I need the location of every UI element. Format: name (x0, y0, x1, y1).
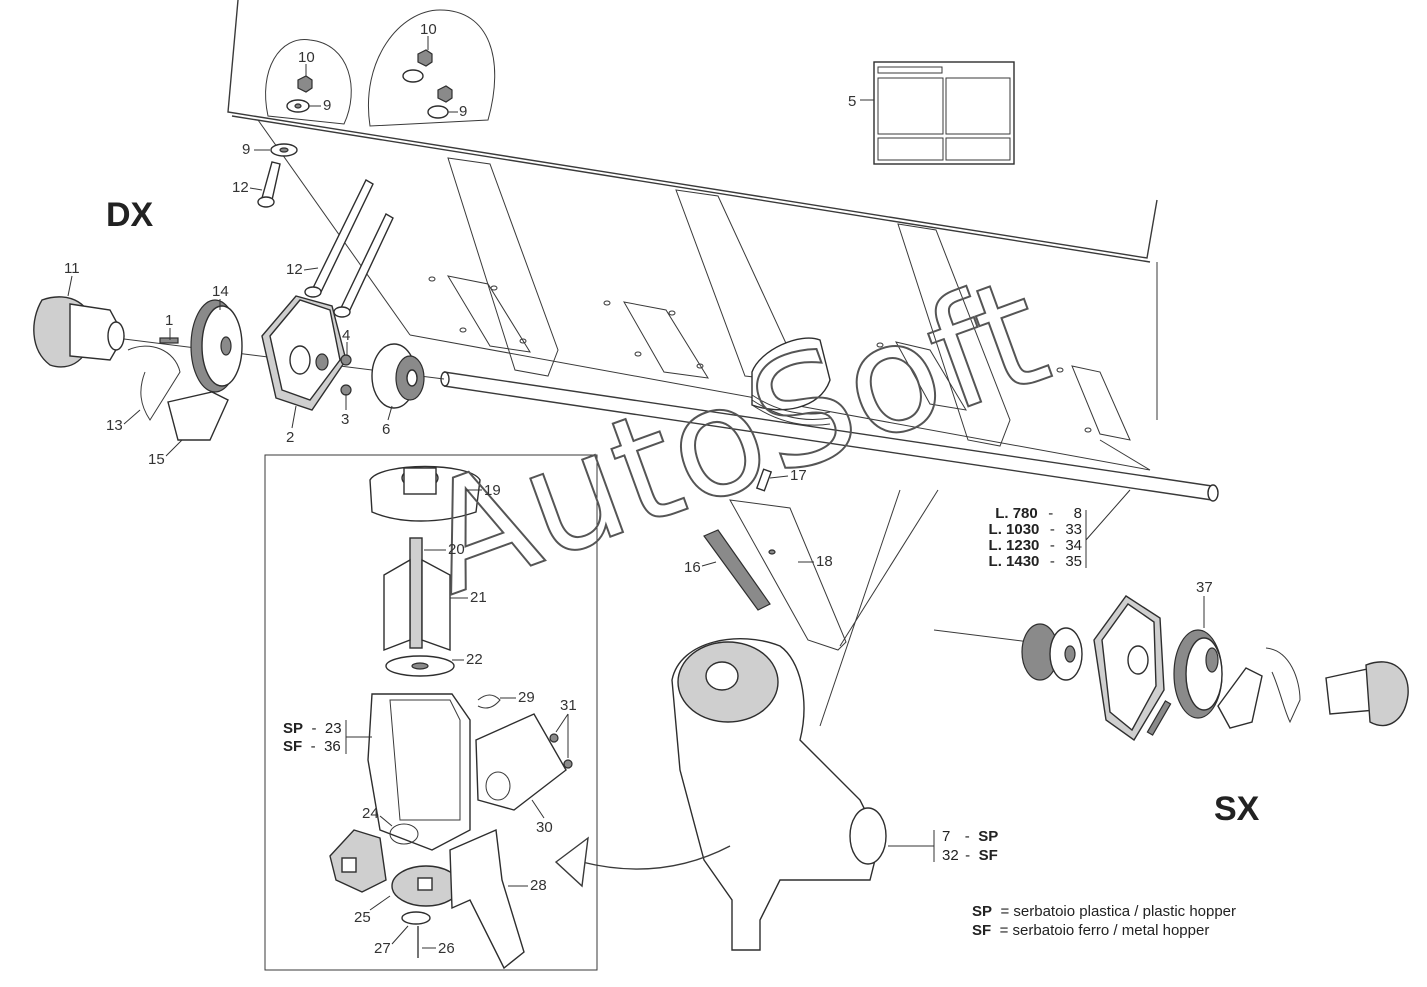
legend: SP = serbatoio plastica / plastic hopper… (972, 903, 1236, 939)
callout-24: 24 (362, 805, 379, 822)
body-variant-part: 7 (942, 828, 950, 845)
callout-16: 16 (684, 559, 701, 576)
label-plate (860, 61, 1015, 165)
callout-4: 4 (342, 327, 350, 344)
callout-1: 1 (165, 312, 173, 329)
legend-text: = serbatoio ferro / metal hopper (1000, 922, 1210, 939)
callout-31: 31 (560, 697, 577, 714)
callout-37: 37 (1196, 579, 1213, 596)
shaft-part: 35 (1065, 553, 1082, 570)
callout-9b: 9 (459, 103, 467, 120)
shaft-row-780: L. 780 - 8 (995, 505, 1082, 522)
shaft-dash: - (1050, 521, 1055, 538)
shaft-length-table: L. 780 - 8 L. 1030 - 33 L. 1230 - 34 L. … (989, 489, 1131, 570)
sx-label: SX (1214, 790, 1260, 828)
legend-code: SP (972, 903, 992, 920)
sx-drive-assembly (933, 595, 1409, 742)
body-variant-dash: - (965, 847, 970, 864)
shutter-assembly (703, 468, 847, 651)
variant-code: SF (283, 738, 302, 755)
callout-27: 27 (374, 940, 391, 957)
body-variant-code: SF (979, 847, 998, 864)
variant-code: SP (283, 720, 303, 737)
legend-sp: SP = serbatoio plastica / plastic hopper (972, 903, 1236, 920)
callout-25: 25 (354, 909, 371, 926)
arrow-head (554, 836, 589, 888)
hopper-frame (227, 0, 1158, 471)
shaft-row-1030: L. 1030 - 33 (989, 521, 1082, 538)
detail-bubbles (265, 9, 496, 127)
callout-6: 6 (382, 421, 390, 438)
shaft-part: 8 (1074, 505, 1082, 522)
legend-code: SF (972, 922, 991, 939)
shaft-length: L. 1230 (989, 537, 1040, 554)
dx-label: DX (106, 196, 154, 234)
shaft-length: L. 780 (995, 505, 1038, 522)
bolts-12 (257, 143, 394, 318)
callout-13: 13 (106, 417, 123, 434)
callout-9a: 9 (323, 97, 331, 114)
body-variant-dash: - (965, 828, 970, 845)
callout-10b: 10 (420, 21, 437, 38)
detail-arrow (581, 845, 731, 870)
callout-9c: 9 (242, 141, 250, 158)
legend-sf: SF = serbatoio ferro / metal hopper (972, 922, 1209, 939)
callouts: 1 2 3 4 5 6 9 9 9 10 10 11 12 12 13 14 1… (64, 21, 1213, 957)
hopper-variant-callout: SP - 23 SF - 36 (283, 720, 372, 755)
callout-11: 11 (64, 260, 80, 277)
body-variant-code: SP (978, 828, 998, 845)
variant-dash: - (311, 738, 316, 755)
hopper-body (671, 489, 939, 951)
callout-18: 18 (816, 553, 833, 570)
callout-12a: 12 (232, 179, 249, 196)
callout-20: 20 (448, 541, 465, 558)
body-variant-callout: 7 - SP 32 - SF (888, 828, 998, 864)
dx-drive-assembly (33, 295, 425, 441)
callout-12b: 12 (286, 261, 303, 278)
callout-26: 26 (438, 940, 455, 957)
variant-sp-row: SP - 23 (283, 720, 342, 737)
callout-3: 3 (341, 411, 349, 428)
variant-sf-row: SF - 36 (283, 738, 341, 755)
callout-19: 19 (484, 482, 501, 499)
callout-5: 5 (848, 93, 856, 110)
shaft-dash: - (1050, 553, 1055, 570)
shaft-part: 33 (1065, 521, 1082, 538)
body-variant-part: 32 (942, 847, 959, 864)
callout-30: 30 (536, 819, 553, 836)
shaft-dash: - (1050, 537, 1055, 554)
callout-28: 28 (530, 877, 547, 894)
callout-14: 14 (212, 283, 229, 300)
legend-text: = serbatoio plastica / plastic hopper (1000, 903, 1236, 920)
callout-15: 15 (148, 451, 165, 468)
shaft-length: L. 1430 (989, 553, 1040, 570)
callout-22: 22 (466, 651, 483, 668)
body-variant-sp-row: 7 - SP (942, 828, 998, 845)
callout-29: 29 (518, 689, 535, 706)
body-variant-sf-row: 32 - SF (942, 847, 998, 864)
shaft-length: L. 1030 (989, 521, 1040, 538)
shaft-row-1430: L. 1430 - 35 (989, 553, 1082, 570)
variant-part: 23 (325, 720, 342, 737)
callout-10a: 10 (298, 49, 315, 66)
callout-17: 17 (790, 467, 807, 484)
shaft-part: 34 (1065, 537, 1082, 554)
shaft-dash: - (1048, 505, 1053, 522)
variant-part: 36 (324, 738, 341, 755)
shaft-row-1230: L. 1230 - 34 (989, 537, 1082, 554)
variant-dash: - (311, 720, 316, 737)
callout-21: 21 (470, 589, 487, 606)
callout-2: 2 (286, 429, 294, 446)
detail-inset (264, 454, 598, 971)
